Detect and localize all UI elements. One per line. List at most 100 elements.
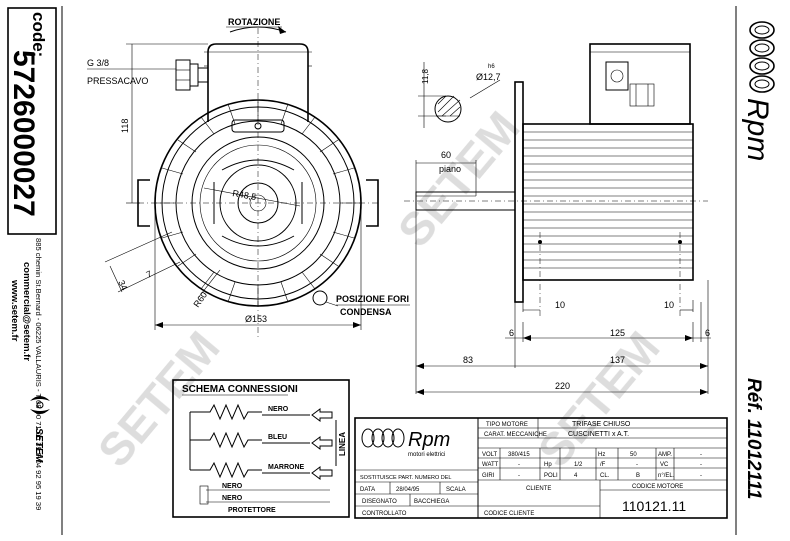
winding-1 bbox=[190, 403, 262, 421]
codice-motore-value: 110121.11 bbox=[622, 498, 686, 514]
cl-value: B bbox=[636, 473, 640, 479]
wire-label-2: BLEU bbox=[268, 434, 287, 441]
shaft-tolerance-label: h6 bbox=[488, 64, 495, 70]
vc-value: - bbox=[700, 462, 702, 468]
terminal-box bbox=[207, 43, 309, 122]
right-mounting-lug bbox=[366, 179, 379, 227]
data-label: DATA bbox=[360, 487, 375, 493]
linea-label: LINEA bbox=[338, 432, 347, 456]
hz-value: 50 bbox=[630, 452, 637, 458]
gland-label: PRESSACAVO bbox=[87, 76, 148, 86]
flat-piano-label: piano bbox=[439, 164, 461, 174]
tipo-motore-label: TIPO MOTORE bbox=[486, 422, 528, 428]
subst-label: SOSTITUISCE PART. NUMERO DEL bbox=[360, 475, 451, 481]
terminal-box-side bbox=[589, 43, 691, 125]
lower-wire-1: NERO bbox=[222, 483, 243, 490]
body-fins bbox=[523, 131, 693, 269]
line-arrows bbox=[311, 408, 333, 480]
dim-137-label: 137 bbox=[610, 355, 625, 365]
left-info-panel: code: 5726000027 www.setem.fr commercial… bbox=[7, 7, 57, 510]
title-brand: Rpm bbox=[408, 429, 450, 451]
shaft bbox=[415, 191, 516, 211]
ip-label: n°/EL. bbox=[658, 473, 675, 479]
scala-label: SCALA bbox=[446, 487, 466, 493]
disegnato-label: DISEGNATO bbox=[362, 499, 397, 505]
rpm-coil-logo-icon bbox=[749, 21, 775, 93]
schema-title: SCHEMA CONNESSIONI bbox=[182, 384, 298, 395]
code-label: code: bbox=[29, 12, 48, 57]
cable-gland bbox=[175, 59, 209, 91]
f-value: - bbox=[636, 462, 638, 468]
tipo-motore-value: TRIFASE CHIUSO bbox=[572, 421, 631, 428]
winding-3 bbox=[190, 461, 262, 479]
controllato-label: CONTROLLATO bbox=[362, 511, 407, 517]
shaft-section-detail: 11,8 Ø12,7 h6 bbox=[418, 62, 501, 128]
f-label: /F bbox=[600, 462, 606, 468]
connection-schema: SCHEMA CONNESSIONI NERO BLEU MARRONE LIN… bbox=[172, 379, 350, 518]
setem-logo-icon bbox=[30, 396, 50, 414]
volt-value: 380/415 bbox=[508, 452, 530, 458]
side-view: 11,8 Ø12,7 h6 bbox=[404, 43, 711, 395]
wire-label-3: MARRONE bbox=[268, 464, 304, 471]
fan-cover-ring bbox=[191, 136, 325, 270]
rpm-brand-text: Rpm bbox=[741, 98, 774, 161]
website-text: www.setem.fr bbox=[9, 279, 20, 342]
codice-motore-label: CODICE MOTORE bbox=[632, 484, 683, 490]
radius-48-label: R48,5 bbox=[232, 188, 257, 202]
hp-label: Hp bbox=[544, 462, 552, 468]
title-block-logo-icon bbox=[361, 428, 405, 448]
title-brand-sub: motori elettrici bbox=[408, 452, 445, 458]
disegnato-value: BACCHIEGA bbox=[414, 499, 449, 505]
cover-ribs bbox=[213, 119, 303, 247]
drain-label-2: CONDENSA bbox=[340, 307, 392, 317]
protector-label: PROTETTORE bbox=[228, 507, 276, 514]
carat-meccaniche-value: CUSCINETTI x A.T. bbox=[568, 431, 629, 438]
poli-value: 4 bbox=[574, 473, 578, 479]
gland-size-label: G 3/8 bbox=[87, 58, 109, 68]
data-value: 28/04/95 bbox=[396, 487, 420, 493]
code-value: 5726000027 bbox=[7, 50, 40, 217]
codice-cliente-label: CODICE CLIENTE bbox=[484, 511, 534, 517]
watt-label: WATT bbox=[482, 462, 499, 468]
hz-label: Hz bbox=[598, 452, 605, 458]
shaft-hub bbox=[237, 182, 279, 224]
title-block: Rpm motori elettrici SOSTITUISCE PART. N… bbox=[354, 417, 728, 519]
front-view: ROTAZIONE G 3/8 PRESSACAVO 118 R48,5 R60… bbox=[87, 17, 410, 340]
volt-label: VOLT bbox=[482, 452, 498, 458]
ip-value: - bbox=[700, 473, 702, 479]
winding-2 bbox=[190, 431, 262, 449]
diameter-153-label: Ø153 bbox=[245, 314, 267, 324]
dim-34-label: 34 bbox=[116, 279, 129, 292]
lower-wire-2: NERO bbox=[222, 495, 243, 502]
drain-hole-icon bbox=[312, 290, 328, 306]
drain-label-1: POSIZIONE FORI bbox=[336, 294, 409, 304]
key-height-label: 11,8 bbox=[421, 68, 430, 84]
cliente-label: CLIENTE bbox=[526, 486, 551, 492]
setem-company-text: SETEM bbox=[33, 428, 44, 463]
protector-icon bbox=[199, 485, 209, 505]
gland-side bbox=[605, 61, 629, 91]
giri-label: GIRI bbox=[482, 473, 495, 479]
dim-83-label: 83 bbox=[463, 355, 473, 365]
dim-220-label: 220 bbox=[555, 381, 570, 391]
dim-6-left-label: 6 bbox=[509, 328, 514, 338]
shaft-diameter-label: Ø12,7 bbox=[476, 72, 501, 82]
right-info-panel: Rpm Réf. 11012111 bbox=[741, 21, 775, 499]
reference-text: Réf. 11012111 bbox=[743, 378, 764, 499]
dim-6-right-label: 6 bbox=[705, 328, 710, 338]
dim-125-label: 125 bbox=[610, 328, 625, 338]
wire-label-1: NERO bbox=[268, 406, 289, 413]
giri-value: - bbox=[518, 473, 520, 479]
amp-label: AMP. bbox=[658, 452, 672, 458]
email-text: commercial@setem.fr bbox=[21, 262, 32, 361]
rotation-label: ROTAZIONE bbox=[228, 17, 280, 27]
height-118-label: 118 bbox=[120, 119, 130, 133]
address-text: 885 chemin St.Bernard - 06225 VALLAURIS … bbox=[34, 238, 43, 510]
flat-length-label: 60 bbox=[441, 150, 451, 160]
poli-label: POLI bbox=[544, 473, 558, 479]
watt-value: - bbox=[518, 462, 520, 468]
dim-7-label: 7 bbox=[145, 269, 154, 280]
amp-value: - bbox=[700, 452, 702, 458]
dim-10-right-label: 10 bbox=[664, 300, 674, 310]
